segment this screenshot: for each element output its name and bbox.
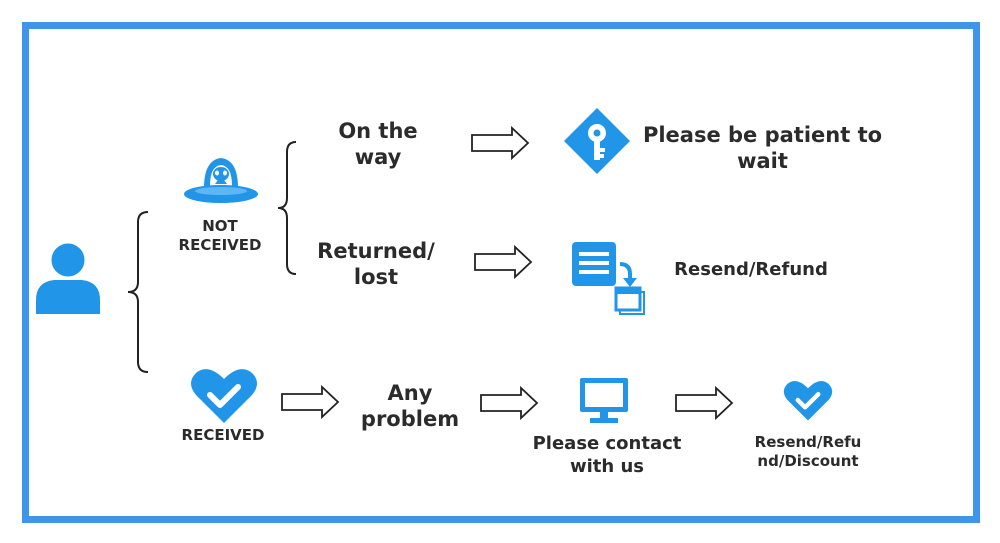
arrow-received — [281, 384, 340, 420]
returned-lost-line1: Returned/ — [317, 239, 435, 263]
contact-line1: Please contact — [532, 433, 682, 454]
returned-lost-label: Returned/ lost — [306, 238, 446, 291]
arrow-returned-lost — [474, 244, 533, 280]
not-received-brace — [277, 141, 297, 275]
not-received-line2: RECEIVED — [178, 235, 262, 254]
not-received-label: NOT RECEIVED — [170, 217, 270, 255]
final-result-line2: nd/Discount — [757, 451, 859, 470]
returned-lost-result: Resend/Refund — [674, 259, 828, 280]
on-the-way-line2: way — [354, 145, 402, 170]
on-the-way-result-line2: wait — [737, 149, 788, 174]
returned-lost-line2: lost — [353, 265, 399, 290]
diamond-key-icon — [562, 106, 632, 176]
contact-line2: with us — [569, 455, 644, 477]
any-problem-label: Any problem — [350, 380, 470, 433]
final-result-label: Resend/Refu nd/Discount — [738, 433, 878, 471]
monitor-icon — [578, 376, 630, 424]
heart-check-icon — [190, 365, 258, 425]
not-received-line1: NOT — [202, 217, 238, 235]
heart-check-small-icon — [782, 378, 834, 422]
arrow-problem — [480, 385, 539, 421]
user-icon — [34, 240, 102, 314]
arrow-on-the-way — [471, 125, 530, 161]
final-result-line1: Resend/Refu — [754, 433, 862, 451]
arrow-contact — [675, 385, 734, 421]
any-problem-line1: Any — [387, 381, 433, 405]
ufo-alien-icon — [182, 150, 260, 216]
contact-label: Please contact with us — [527, 433, 687, 478]
any-problem-line2: problem — [360, 407, 460, 432]
received-label: RECEIVED — [181, 426, 265, 444]
on-the-way-line1: On the — [338, 119, 418, 143]
on-the-way-result: Please be patient to wait — [640, 122, 885, 175]
document-resend-icon — [570, 240, 650, 318]
on-the-way-result-line1: Please be patient to — [642, 123, 883, 147]
main-brace — [127, 211, 149, 373]
on-the-way-label: On the way — [318, 118, 438, 171]
diagram-frame — [22, 22, 980, 523]
